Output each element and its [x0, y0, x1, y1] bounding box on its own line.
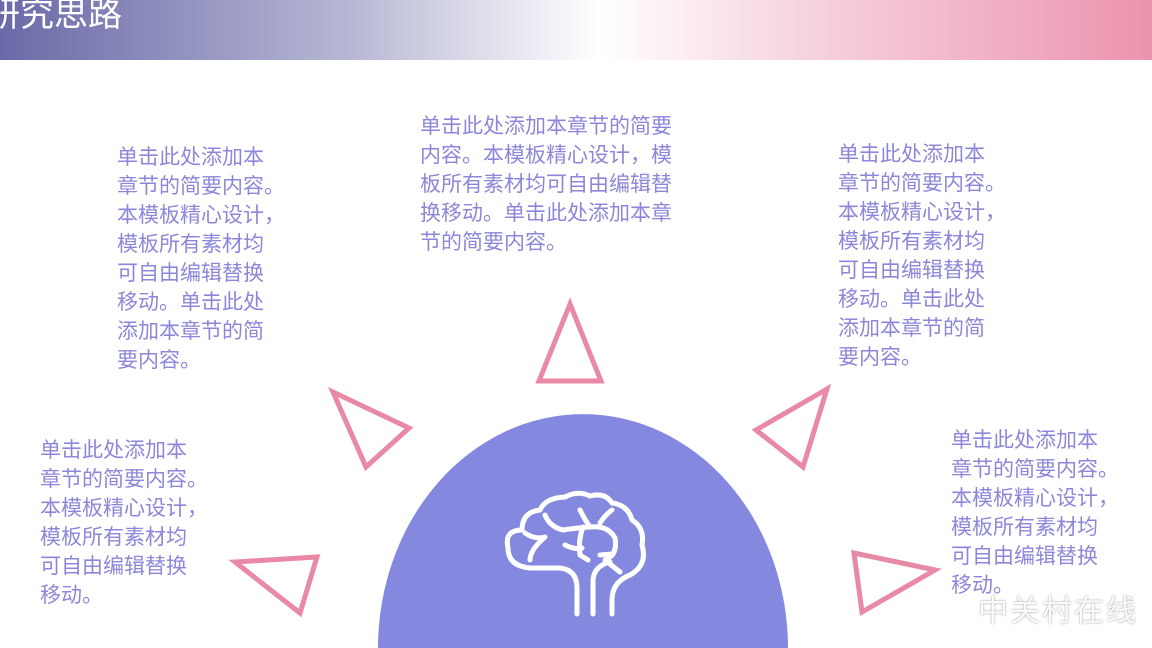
text-line: 章节的简要内容。 [117, 174, 285, 198]
text-line: 移动。单击此处 [117, 290, 264, 314]
text-line: 可自由编辑替换 [838, 258, 985, 282]
triangle-upper-right [751, 383, 832, 472]
text-line: 模板所有素材均 [838, 229, 985, 253]
text-line: 要内容。 [117, 348, 201, 372]
text-line: 本模板精心设计， [40, 496, 208, 520]
triangle-top [535, 297, 605, 384]
text-line: 单击此处添加本章节的简要 [420, 114, 672, 138]
text-line: 移动。单击此处 [838, 287, 985, 311]
page-title: 研究思路 [0, 0, 122, 35]
text-line: 添加本章节的简 [838, 316, 985, 340]
text-line: 要内容。 [838, 345, 922, 369]
text-line: 本模板精心设计， [951, 486, 1119, 510]
text-block-upper-right[interactable]: 单击此处添加本 章节的简要内容。 本模板精心设计， 模板所有素材均 可自由编辑替… [838, 140, 1006, 372]
text-line: 移动。 [40, 583, 103, 607]
text-block-top[interactable]: 单击此处添加本章节的简要 内容。本模板精心设计，模 板所有素材均可自由编辑替 换… [420, 112, 672, 257]
triangle-lower-left [228, 554, 321, 618]
text-line: 可自由编辑替换 [117, 261, 264, 285]
text-line: 板所有素材均可自由编辑替 [420, 172, 672, 196]
watermark: 中关村在线 [978, 594, 1138, 629]
text-line: 移动。 [951, 573, 1014, 597]
text-line: 模板所有素材均 [951, 515, 1098, 539]
text-block-upper-left[interactable]: 单击此处添加本 章节的简要内容。 本模板精心设计， 模板所有素材均 可自由编辑替… [117, 143, 285, 375]
brain-icon [504, 490, 646, 617]
text-line: 换移动。单击此处添加本章 [420, 201, 672, 225]
text-line: 可自由编辑替换 [951, 544, 1098, 568]
text-line: 内容。本模板精心设计，模 [420, 143, 672, 167]
text-line: 模板所有素材均 [40, 525, 187, 549]
text-line: 本模板精心设计， [117, 203, 285, 227]
text-line: 可自由编辑替换 [40, 554, 187, 578]
text-line: 节的简要内容。 [420, 230, 567, 254]
triangle-upper-left [328, 386, 414, 472]
header-banner: 研究思路 [0, 0, 1152, 60]
text-line: 添加本章节的简 [117, 319, 264, 343]
text-line: 单击此处添加本 [951, 428, 1098, 452]
triangle-lower-right [851, 549, 942, 617]
text-line: 章节的简要内容。 [838, 171, 1006, 195]
text-line: 单击此处添加本 [40, 438, 187, 462]
text-line: 单击此处添加本 [838, 142, 985, 166]
text-line: 本模板精心设计， [838, 200, 1006, 224]
text-line: 单击此处添加本 [117, 145, 264, 169]
text-line: 章节的简要内容。 [40, 467, 208, 491]
text-line: 模板所有素材均 [117, 232, 264, 256]
text-block-lower-right[interactable]: 单击此处添加本 章节的简要内容。 本模板精心设计， 模板所有素材均 可自由编辑替… [951, 426, 1119, 600]
text-line: 章节的简要内容。 [951, 457, 1119, 481]
text-block-lower-left[interactable]: 单击此处添加本 章节的简要内容。 本模板精心设计， 模板所有素材均 可自由编辑替… [40, 436, 208, 610]
